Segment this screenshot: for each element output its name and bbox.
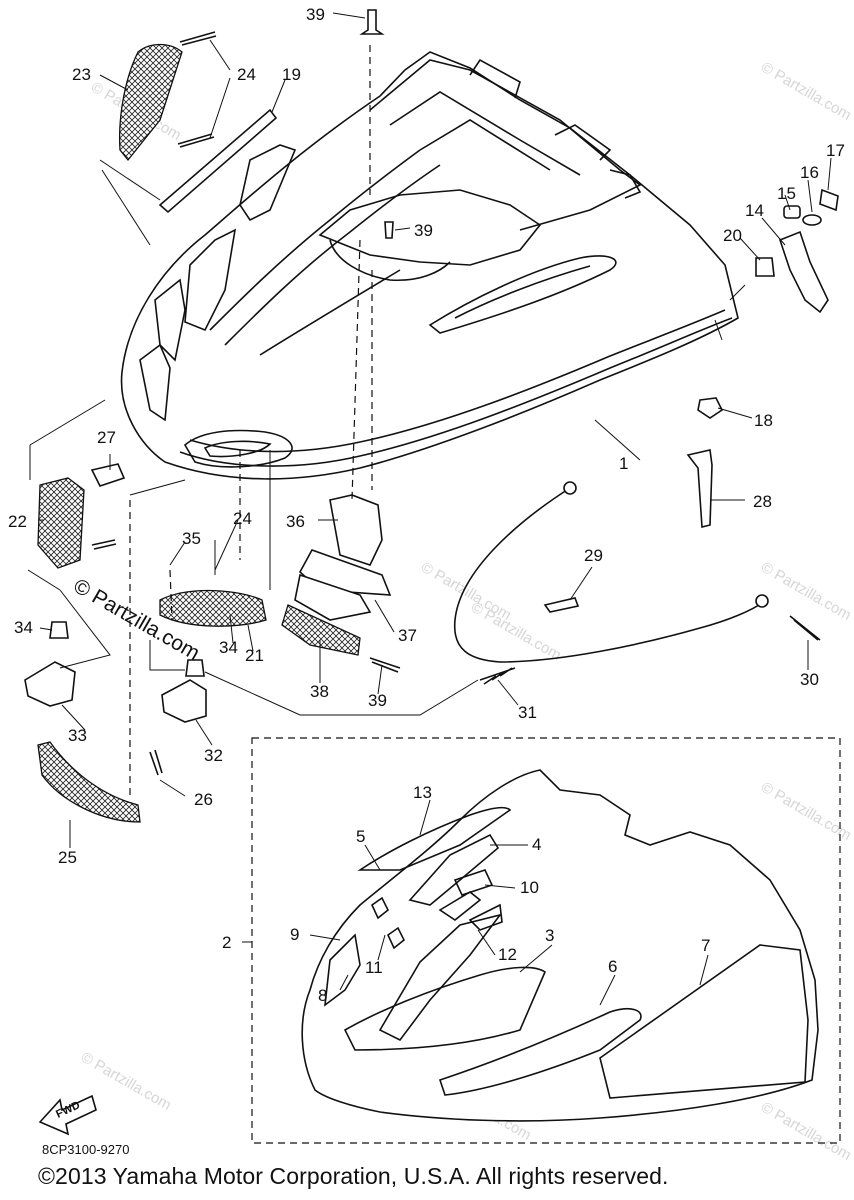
bracket-part-32 (161, 679, 207, 723)
duct-part-36 (329, 494, 383, 566)
callout-13: 13 (413, 783, 432, 802)
callout-1: 1 (619, 454, 628, 473)
callout-7: 7 (701, 936, 710, 955)
callout-32: 32 (204, 746, 223, 765)
callout-18: 18 (754, 411, 773, 430)
callout-19: 19 (282, 65, 301, 84)
clip-part-18 (697, 397, 724, 419)
cable-part-29 (453, 487, 763, 663)
assembly-box-part-2 (251, 737, 841, 1144)
callout-5: 5 (356, 827, 365, 846)
nut-part-20 (755, 257, 775, 277)
fwd-arrow-icon: FWD (38, 1094, 97, 1136)
collar-part-15 (783, 205, 801, 219)
strip-part-19 (158, 108, 278, 214)
bracket-part-14 (779, 230, 829, 314)
callout-31: 31 (518, 703, 537, 722)
callout-9: 9 (290, 925, 299, 944)
plate-part-37b (294, 573, 372, 621)
callout-3: 3 (545, 926, 554, 945)
callout-35: 35 (182, 529, 201, 548)
callout-8: 8 (318, 986, 327, 1005)
tie-part-28 (686, 449, 713, 529)
grille-part-38 (281, 604, 361, 656)
nut-part-34a (49, 621, 69, 639)
callout-34: 34 (14, 618, 33, 637)
callout-23: 23 (72, 65, 91, 84)
callout-15: 15 (777, 184, 796, 203)
callout-21: 21 (245, 646, 264, 665)
grille-part-23 (119, 43, 183, 162)
nut-part-34b (185, 659, 205, 677)
pin-part-24b (177, 133, 215, 148)
callout-20: 20 (723, 226, 742, 245)
svg-text:© Partzilla.com: © Partzilla.com (758, 559, 854, 624)
hood-lower-assembly (301, 769, 819, 1122)
grille-part-21 (159, 589, 267, 627)
bracket-part-33 (24, 661, 76, 707)
washer-part-16 (802, 214, 822, 226)
callout-16: 16 (800, 163, 819, 182)
callout-12: 12 (498, 945, 517, 964)
callout-33: 33 (68, 726, 87, 745)
copyright-notice: ©2013 Yamaha Motor Corporation, U.S.A. A… (38, 1163, 669, 1189)
callout-29: 29 (584, 546, 603, 565)
callout-28: 28 (753, 492, 772, 511)
grille-part-25 (37, 741, 141, 823)
callout-24: 24 (233, 509, 252, 528)
callout-6: 6 (608, 957, 617, 976)
callout-27: 27 (97, 428, 116, 447)
callout-25: 25 (58, 848, 77, 867)
grille-part-22 (37, 477, 85, 569)
callout-10: 10 (520, 878, 539, 897)
screw-part-35 (91, 539, 117, 550)
svg-text:© Partzilla.com: © Partzilla.com (758, 1099, 854, 1164)
pin-part-24a (179, 31, 217, 46)
rivet-part-39-top (359, 9, 385, 35)
callout-2: 2 (222, 933, 231, 952)
svg-text:© Partzilla.com: © Partzilla.com (468, 599, 564, 664)
leader-lines (38, 12, 832, 1006)
svg-text:© Partzilla.com: © Partzilla.com (758, 59, 854, 124)
clamp-part-27 (90, 463, 126, 487)
alignment-lines (129, 45, 373, 800)
callout-4: 4 (532, 835, 541, 854)
spring-part-31 (479, 667, 516, 685)
clamp-part-29 (543, 597, 580, 613)
pin-part-26 (149, 749, 163, 776)
bolt-part-17 (819, 188, 839, 212)
callout-36: 36 (286, 512, 305, 531)
callout-38: 38 (310, 682, 329, 701)
callout-39: 39 (306, 5, 325, 24)
callout-39: 39 (368, 691, 387, 710)
callout-37: 37 (398, 626, 417, 645)
cable-end-right (755, 594, 769, 608)
callout-26: 26 (194, 790, 213, 809)
callout-39: 39 (414, 221, 433, 240)
pin-part-30 (789, 615, 821, 641)
figure-code: 8CP3100-9270 (42, 1142, 130, 1157)
callout-labels: 39 23 24 19 39 17 16 15 14 20 18 1 28 27… (8, 5, 845, 1005)
callout-30: 30 (800, 670, 819, 689)
rivet-part-39-mid (384, 221, 394, 239)
callout-34: 34 (219, 638, 238, 657)
callout-22: 22 (8, 512, 27, 531)
callout-24: 24 (237, 65, 256, 84)
callout-11: 11 (365, 958, 383, 977)
assembly-lines (27, 159, 746, 716)
cable-end-upper (563, 481, 577, 495)
pin-part-39-low (369, 657, 401, 673)
callout-14: 14 (745, 201, 764, 220)
hood-part-1 (120, 51, 739, 480)
callout-17: 17 (826, 141, 845, 160)
